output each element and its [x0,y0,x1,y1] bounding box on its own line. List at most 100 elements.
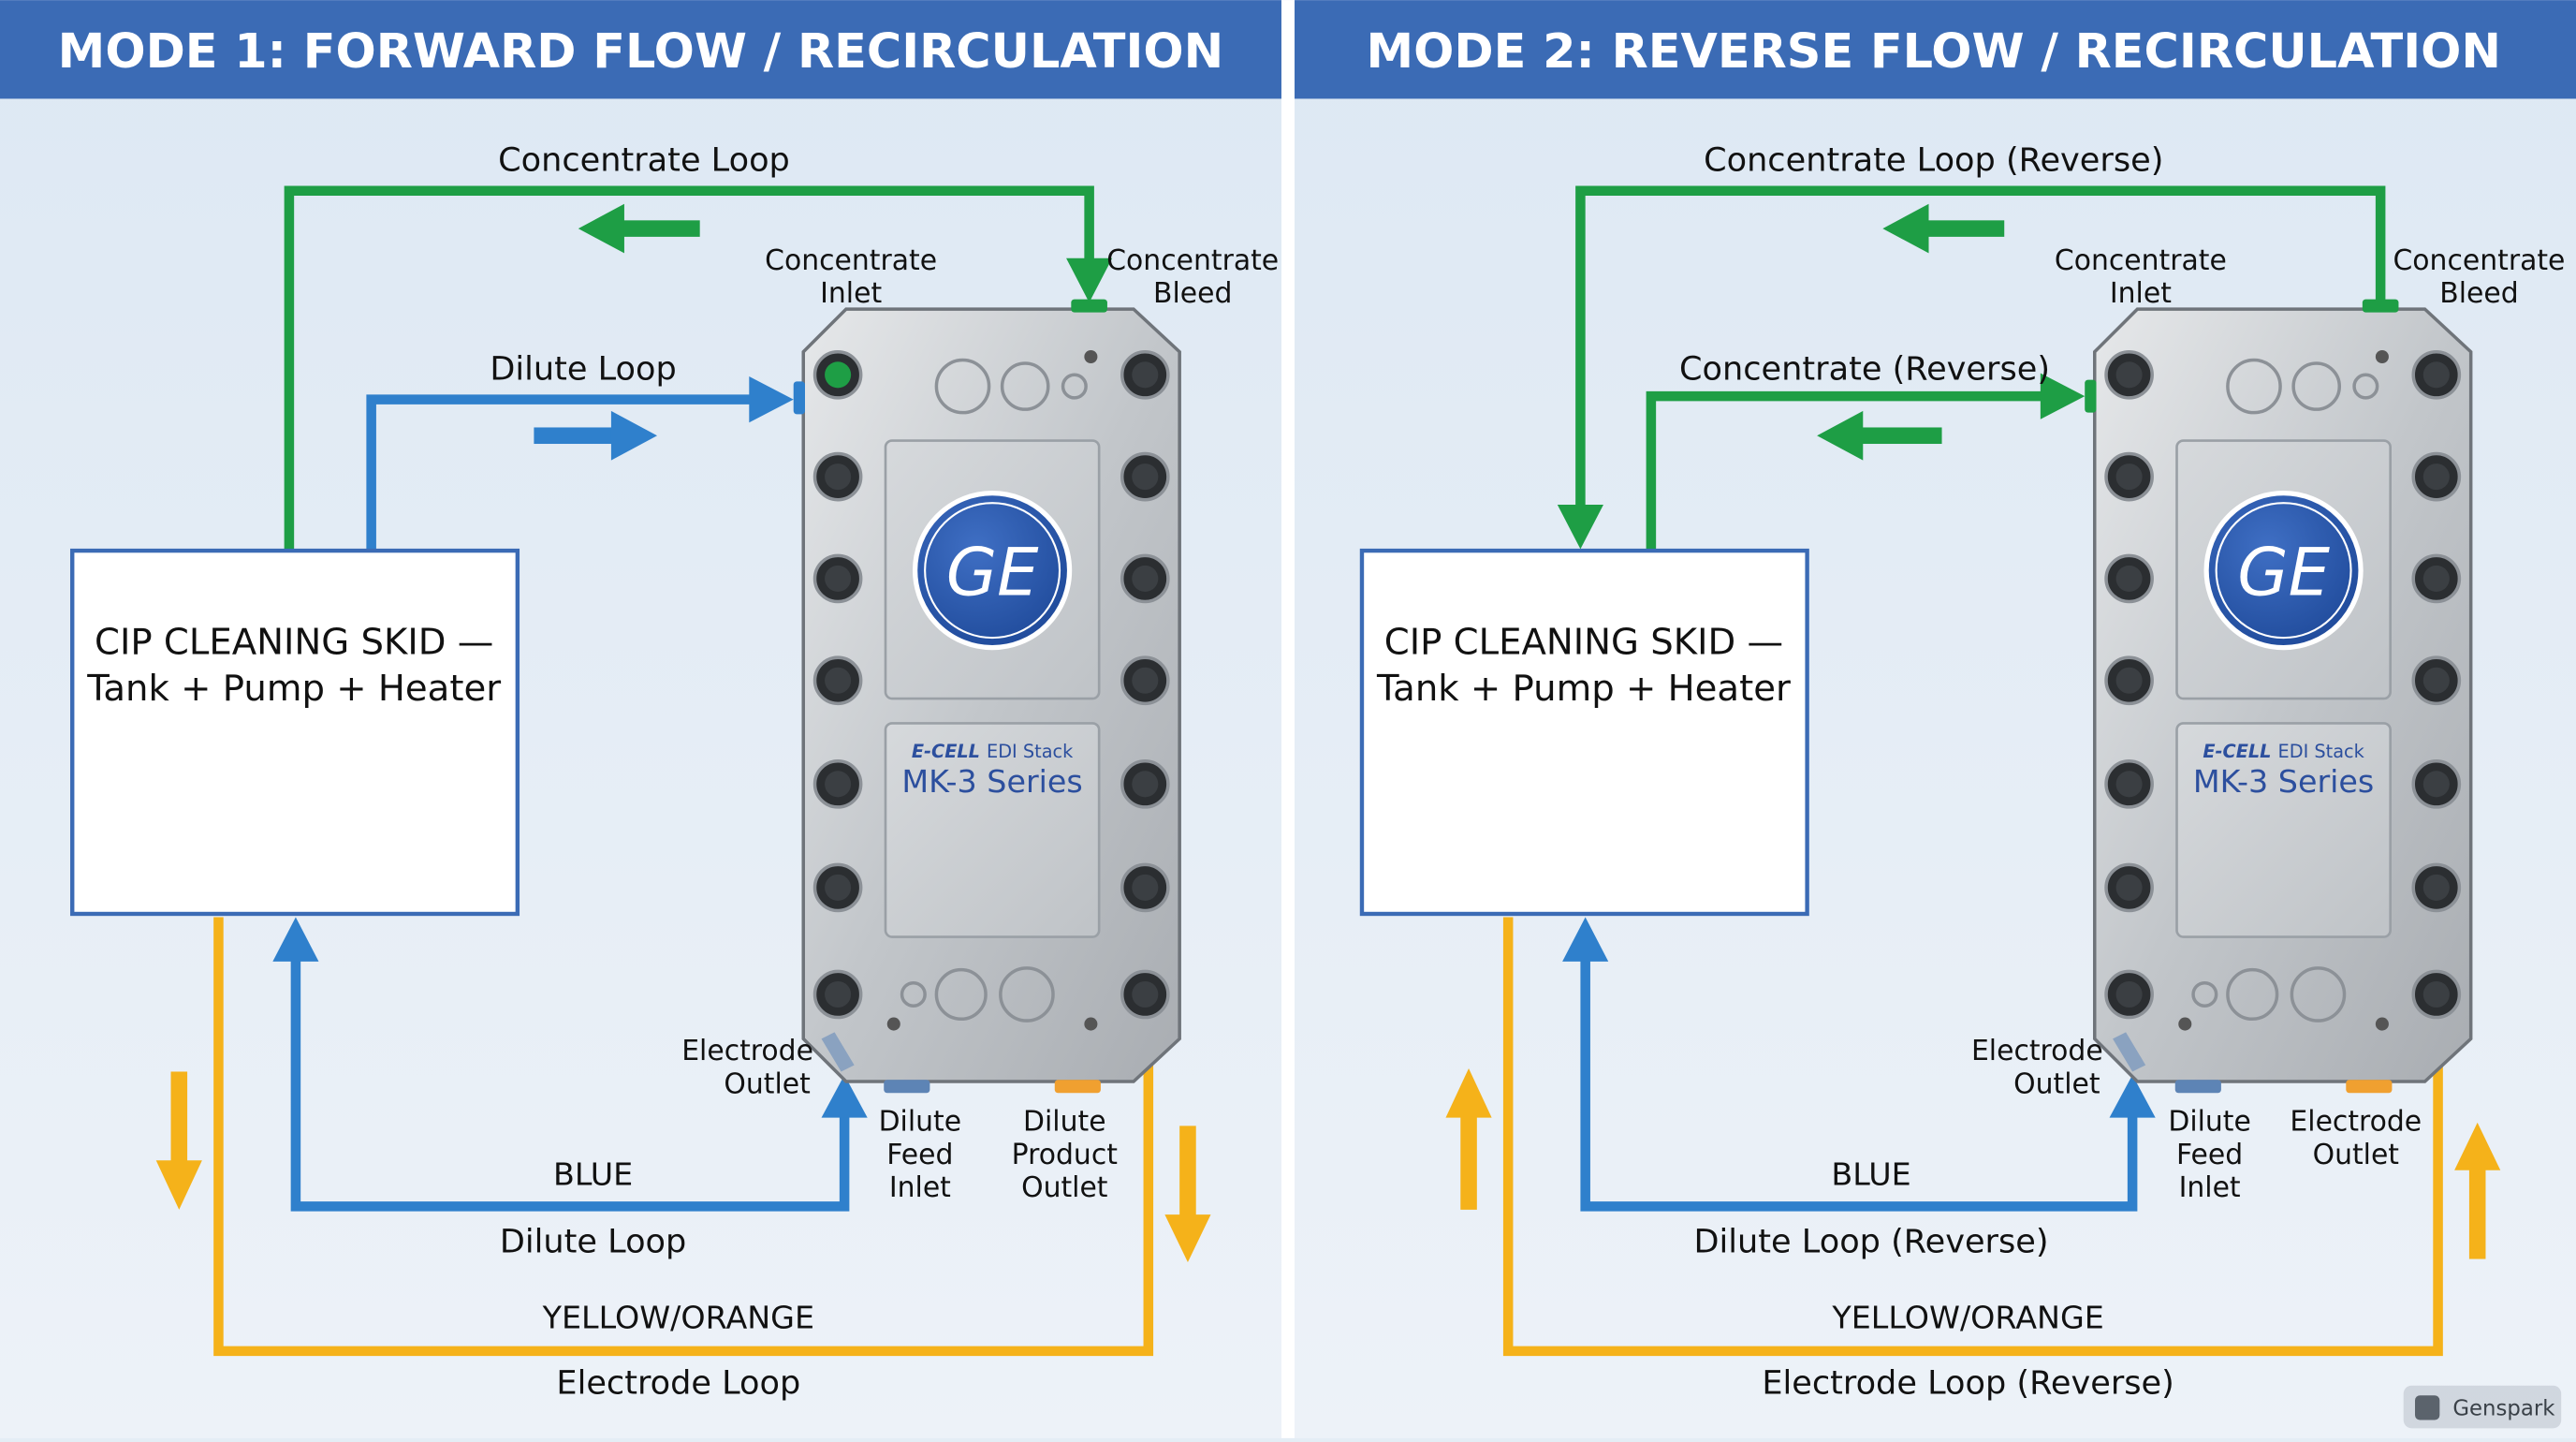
concentrate-inlet-arrowhead [1066,258,1113,303]
dilute-loop-bottom-label: Dilute Loop (Reverse) [1694,1223,2049,1261]
stack-bolt-center [1132,361,1159,389]
concentrate-bleed-nozzle [2362,299,2399,313]
stack-series: MK-3 Series [2193,763,2374,800]
stack-bolts [812,349,1170,1020]
stack-bolt-center [1132,667,1159,694]
concentrate-loop-line [284,185,1094,550]
stack-bolt-center [2422,980,2450,1008]
stack-bolt-center [2422,565,2450,592]
stack-bolt-center [2115,361,2143,389]
top-port-2 [1000,361,1050,411]
genspark-watermark: Genspark [2403,1385,2562,1429]
bottom-screw-1 [2178,1017,2192,1031]
concentrate-reverse-arrow-icon [1817,410,1864,461]
stack-bolt-center [2422,464,2450,491]
dilute-loop-top-line [366,394,756,550]
stack-bolt-center [825,464,852,491]
top-screw [2375,349,2389,364]
concentrate-loop-label: Concentrate Loop [498,141,790,180]
bottom-port-2 [934,967,988,1022]
stack-bolt-center [825,980,852,1008]
stack-bolt-center [825,565,852,592]
genspark-logo-icon [2415,1395,2440,1420]
concentrate-loop-label: Concentrate Loop (Reverse) [1704,141,2163,180]
bottom-screw-2 [2375,1017,2389,1031]
electrode-loop-line [1502,917,2443,1357]
bottom-screw-1 [886,1017,900,1031]
concentrate-loop-arrow-icon [1882,203,1929,254]
ge-logo [912,491,1073,651]
bottom-port-1 [2191,980,2218,1008]
dilute-loop-top-arrowhead [749,376,794,423]
bottom-port-1 [900,980,927,1008]
mode-1-panel: MODE 1: FORWARD FLOW / RECIRCULATION CIP… [0,0,1281,1438]
electrode-right-arrow-shaft [2468,1167,2486,1259]
stack-bolt-center [2422,667,2450,694]
electrode-outlet-nozzle-bottom [2346,1080,2393,1094]
concentrate-reverse-line [1646,390,2046,550]
concentrate-return-arrowhead [1557,504,1603,550]
concentrate-reverse-arrow-shaft [1859,427,1942,445]
ge-logo-text: GE [2237,534,2330,611]
panel-header [1295,0,2576,99]
stack-label-plate [2175,722,2392,938]
electrode-left-arrow-shaft [170,1071,188,1168]
stack-bolt-center [2115,771,2143,798]
cip-skid-line1: CIP CLEANING SKID — [1384,622,1783,664]
stack-bolt-center [1132,771,1159,798]
top-port-3 [1061,373,1088,400]
panel-divider [1281,0,1295,1438]
concentrate-bleed-nozzle [1071,299,1107,313]
concentrate-reverse-label: Concentrate (Reverse) [1679,350,2050,389]
bottom-port-3 [2290,966,2347,1023]
panel-title: MODE 1: FORWARD FLOW / RECIRCULATION [58,24,1224,80]
bottom-port-3 [999,966,1055,1023]
electrode-outlet-nozzle [821,1032,855,1072]
panel-header [0,0,1281,99]
ge-logo [2203,491,2364,651]
dilute-inlet-nozzle [793,381,805,415]
stack-bolt-center [2422,771,2450,798]
dilute-feed-nozzle [2174,1080,2221,1094]
blue-label: BLUE [1831,1156,1910,1193]
bottom-screw-2 [1084,1017,1098,1031]
electrode-outlet-nozzle [2113,1032,2146,1072]
stack-bolt-center [2115,565,2143,592]
stack-bolts [2104,349,2462,1020]
yellow-label: YELLOW/ORANGE [542,1299,814,1335]
bottom-port-2 [2226,967,2279,1022]
dilute-loop-arrow-shaft [534,427,617,445]
dilute-loop-arrow-icon [610,410,658,461]
top-port-3 [2352,373,2379,400]
dilute-loop-bottom-label: Dilute Loop [500,1223,686,1261]
electrode-left-arrow-shaft [1460,1114,1477,1210]
dilute-return-arrowhead [272,917,319,962]
electrode-loop-line [213,917,1154,1357]
electrode-loop-label: Electrode Loop (Reverse) [1762,1363,2174,1402]
stack-label-plate [884,722,1101,938]
watermark-text: Genspark [2452,1396,2555,1420]
concentrate-reverse-arrowhead [2040,373,2086,419]
electrode-right-arrow-icon [1164,1214,1211,1263]
stack-bolt-center [825,667,852,694]
dilute-feed-arrowhead [2109,1074,2156,1118]
dilute-loop-bottom-line [290,953,850,1212]
stack-series: MK-3 Series [901,763,1082,800]
top-screw [1084,349,1098,364]
stack-bolt-center [2115,874,2143,901]
concentrate-inlet-nozzle [2085,379,2097,413]
blue-label: BLUE [553,1156,633,1193]
stack-bolt-center [2115,980,2143,1008]
cip-skid-line2: Tank + Pump + Heater [1376,668,1791,710]
